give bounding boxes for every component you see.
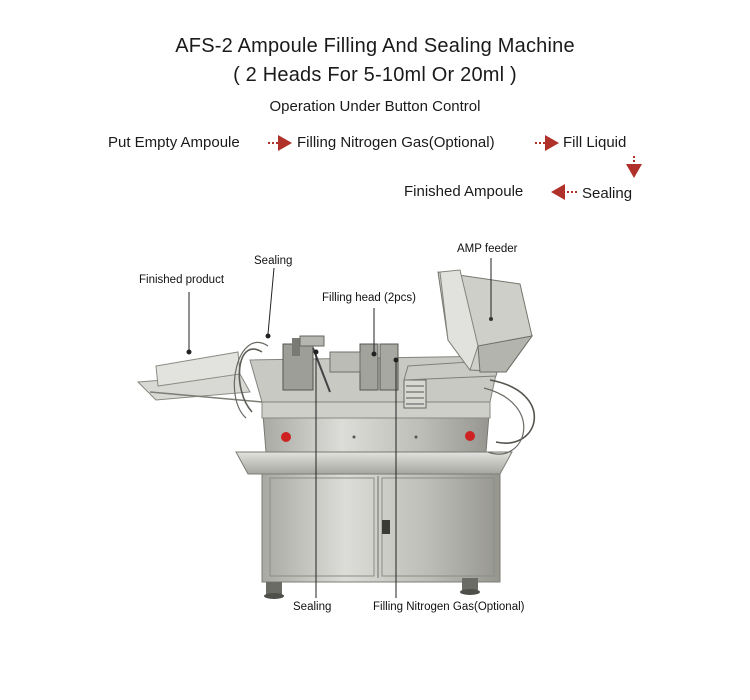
leader-sealing-top [267, 267, 275, 335]
operation-subtitle: Operation Under Button Control [269, 98, 481, 115]
label-sealing-bottom: Sealing [293, 601, 332, 613]
start-button-icon [281, 432, 291, 442]
lock-icon [382, 520, 390, 534]
page-title: AFS-2 Ampoule Filling And Sealing Machin… [175, 35, 575, 57]
label-filling-head: Filling head (2pcs) [322, 292, 416, 304]
page-subtitle-capacity: ( 2 Heads For 5-10ml Or 20ml ) [233, 64, 517, 86]
flow-step-fill-liquid: Fill Liquid [563, 134, 627, 151]
flow-step-finished-ampoule: Finished Ampoule [404, 183, 524, 200]
label-amp-feeder: AMP feeder [457, 243, 518, 255]
flow-step-filling-nitrogen: Filling Nitrogen Gas(Optional) [297, 134, 495, 151]
stop-button-icon [465, 431, 475, 441]
flow-step-put-empty-ampoule: Put Empty Ampoule [108, 134, 240, 151]
flow-step-sealing: Sealing [582, 185, 633, 202]
feeder-label-dot [489, 317, 493, 321]
label-sealing-top: Sealing [254, 255, 293, 267]
label-filling-nitrogen: Filling Nitrogen Gas(Optional) [373, 601, 525, 613]
label-finished-product: Finished product [139, 274, 225, 286]
